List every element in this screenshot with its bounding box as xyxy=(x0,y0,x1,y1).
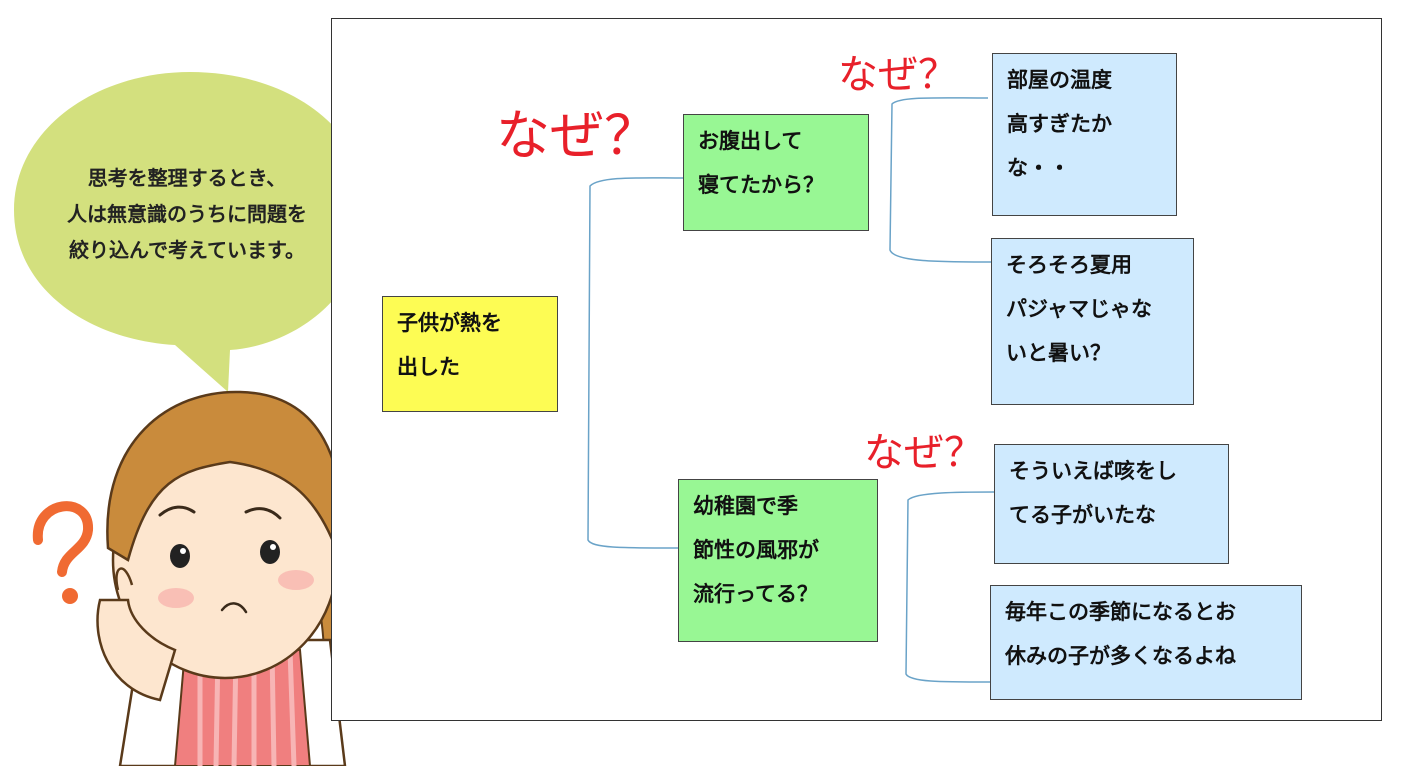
speech-line: 絞り込んで考えています。 xyxy=(69,238,305,262)
branch-node-2: 幼稚園で季 節性の風邪が 流行ってる？ xyxy=(678,479,878,642)
speech-line: 思考を整理するとき、 xyxy=(87,166,287,190)
node-line: 休みの子が多くなるよね xyxy=(1005,644,1236,668)
node-line: 寝てたから？ xyxy=(698,173,824,197)
node-line: 節性の風邪が xyxy=(693,538,819,562)
connector-root-branches xyxy=(587,177,684,549)
leaf-node-1-1: 部屋の温度 高すぎたか な・・ xyxy=(992,53,1177,216)
leaf-node-2-2: 毎年この季節になるとお 休みの子が多くなるよね xyxy=(990,585,1302,700)
node-line: そろそろ夏用 xyxy=(1006,253,1132,277)
node-line: 流行ってる？ xyxy=(693,582,818,606)
why-label-branch2: なぜ？ xyxy=(864,430,984,476)
node-line: 部屋の温度 xyxy=(1007,68,1112,92)
node-line: 毎年この季節になるとお xyxy=(1005,600,1236,624)
node-line: パジャマじゃな xyxy=(1006,297,1152,321)
node-line: いと暑い？ xyxy=(1006,341,1111,365)
speech-bubble-text: 思考を整理するとき、 人は無意識のうちに問題を 絞り込んで考えています。 xyxy=(22,160,352,268)
speech-line: 人は無意識のうちに問題を xyxy=(67,202,307,226)
node-line: そういえば咳をし xyxy=(1009,459,1177,483)
question-mark-icon xyxy=(32,501,93,604)
node-line: 子供が熱を xyxy=(397,311,502,335)
root-node: 子供が熱を 出した xyxy=(382,296,558,412)
connector-branch2-leaves xyxy=(905,491,995,683)
node-line: お腹出して xyxy=(698,129,803,153)
leaf-node-1-2: そろそろ夏用 パジャマじゃな いと暑い？ xyxy=(991,238,1194,405)
connector-branch1-leaves xyxy=(889,97,993,263)
node-line: 出した xyxy=(397,355,460,379)
branch-node-1: お腹出して 寝てたから？ xyxy=(683,114,869,231)
leaf-node-2-1: そういえば咳をし てる子がいたな xyxy=(994,444,1229,564)
why-label-branch1: なぜ？ xyxy=(838,52,958,98)
speech-bubble-shape xyxy=(14,72,368,392)
node-line: てる子がいたな xyxy=(1009,503,1156,527)
node-line: な・・ xyxy=(1007,156,1070,180)
node-line: 幼稚園で季 xyxy=(693,494,798,518)
why-label-main: なぜ？ xyxy=(496,104,658,167)
node-line: 高すぎたか xyxy=(1007,112,1112,136)
